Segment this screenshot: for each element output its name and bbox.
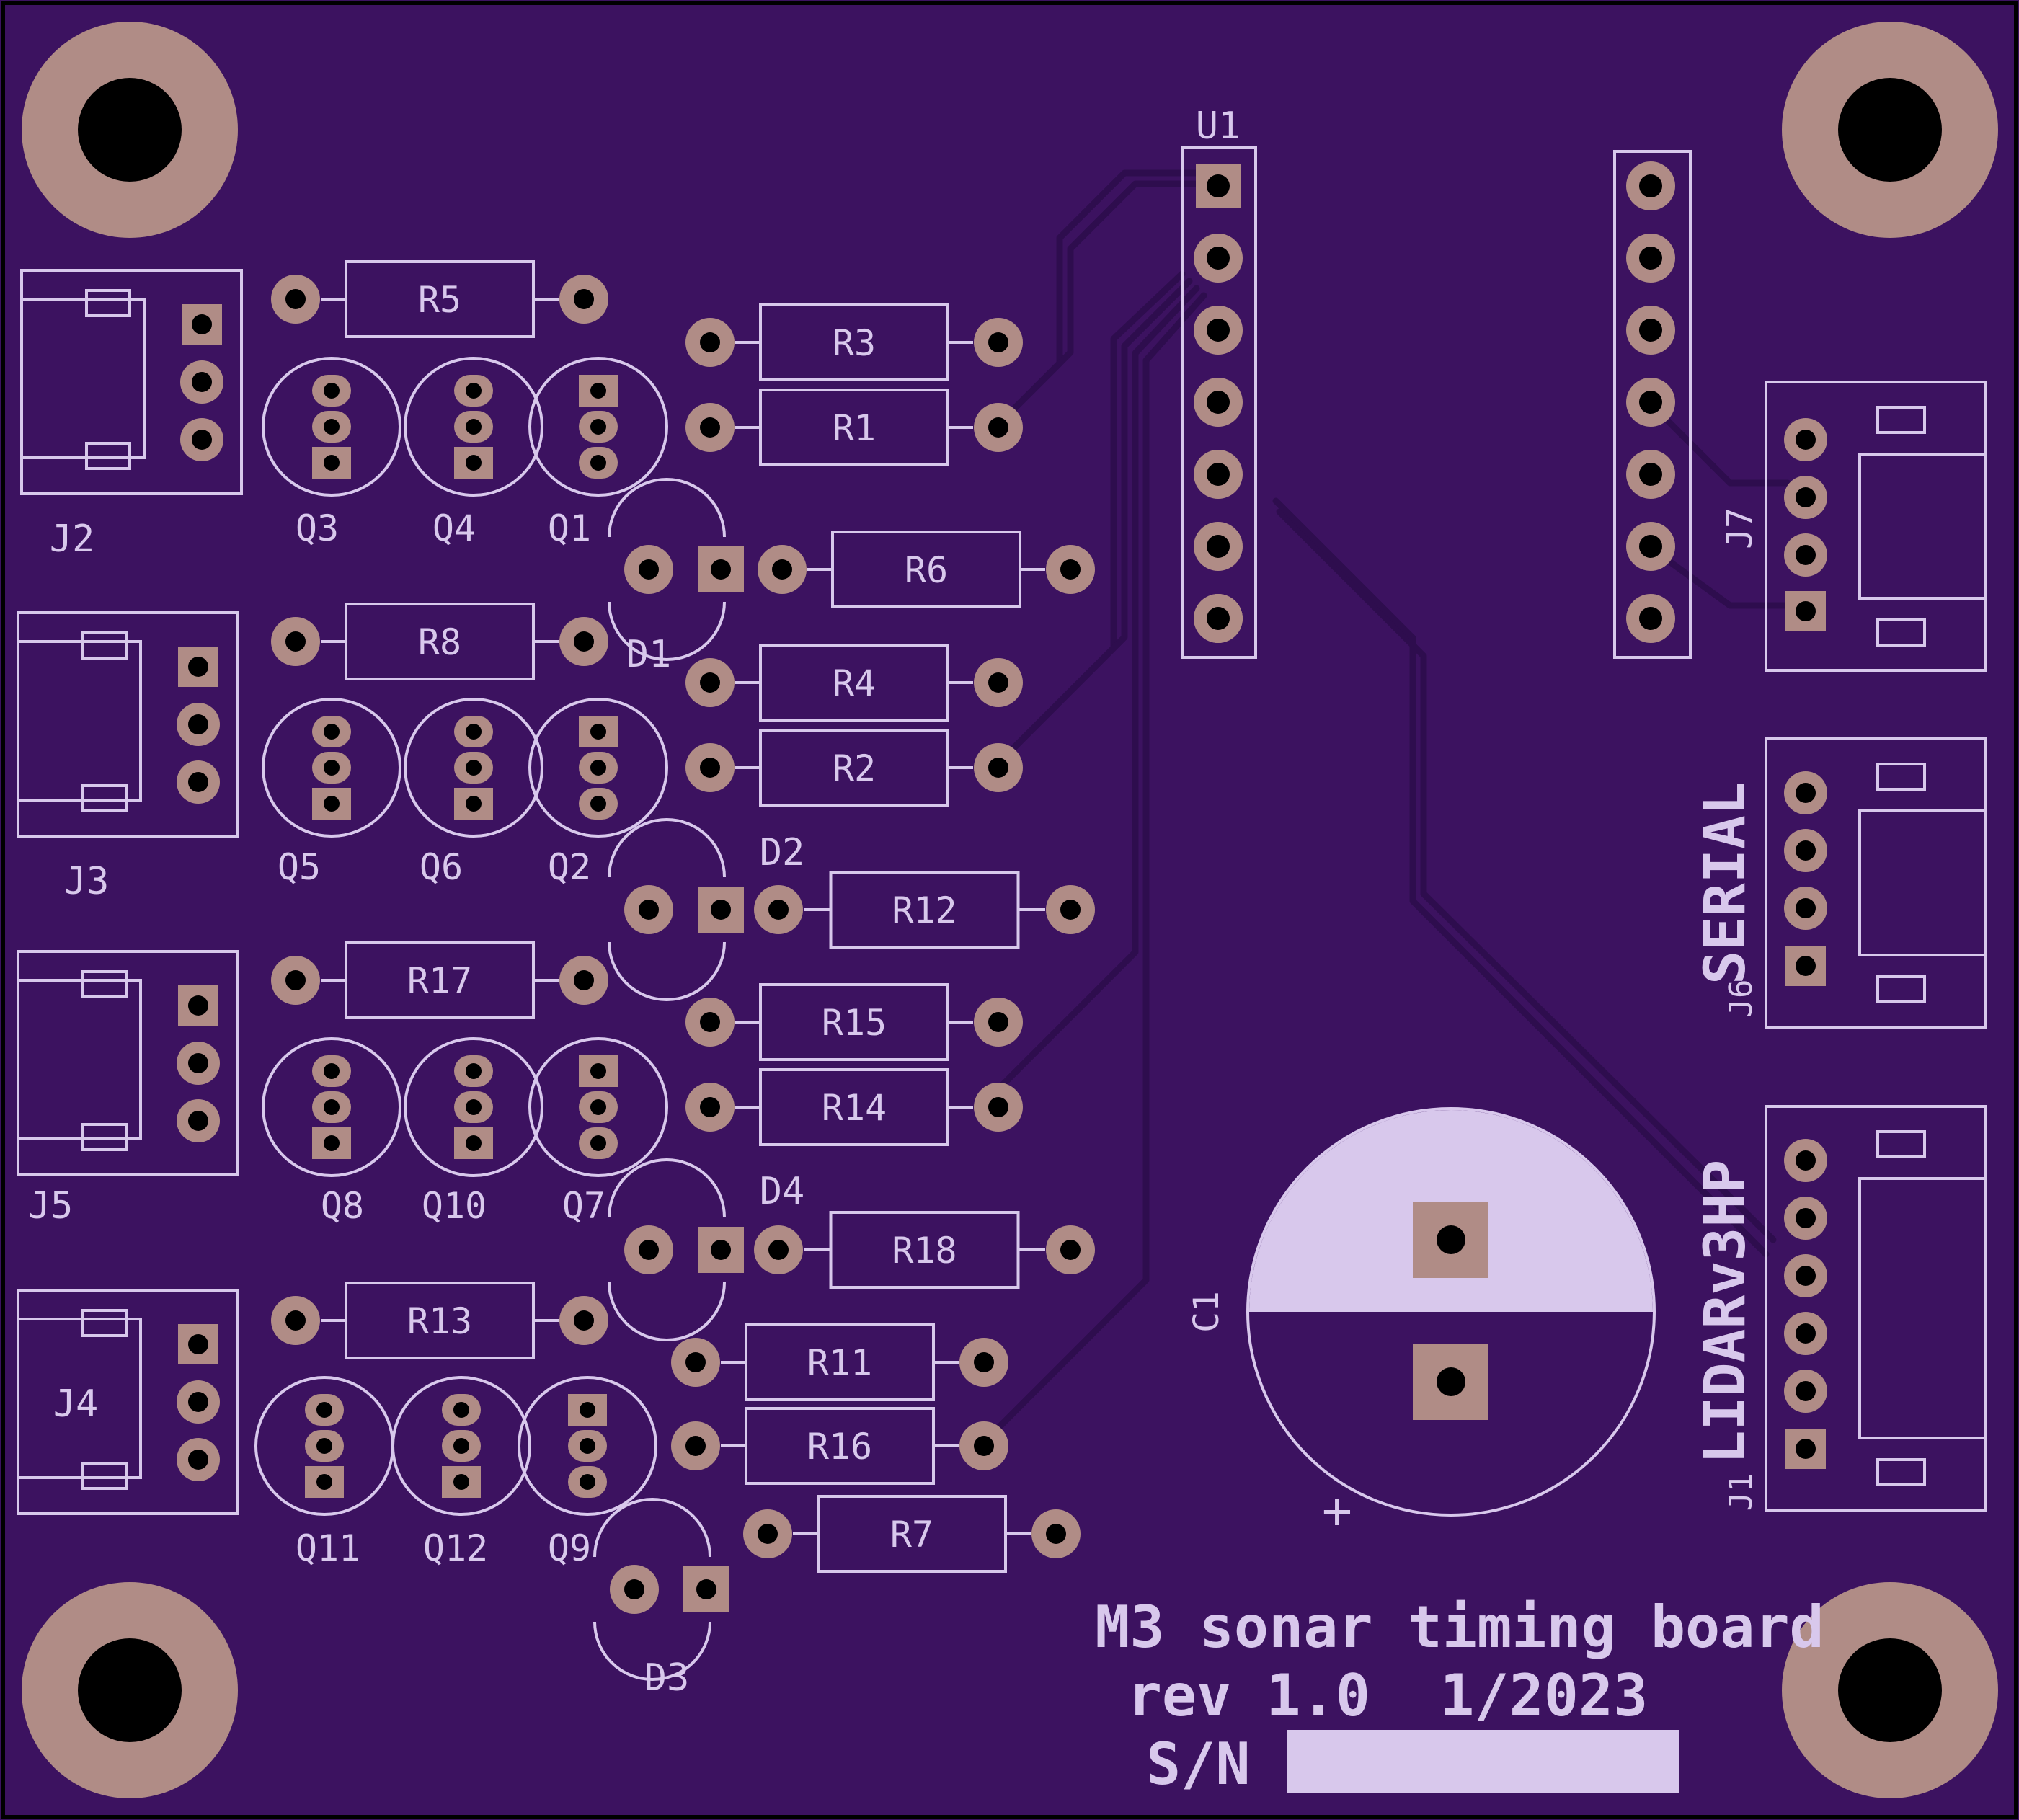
label-j5: J5 [28, 1184, 74, 1228]
transistor-q3: Q3 [262, 357, 401, 549]
resistor-r11: R11 [671, 1323, 1008, 1401]
label-r15: R15 [822, 1002, 887, 1044]
resistor-r14: R14 [685, 1068, 1023, 1146]
resistor-r16: R16 [671, 1407, 1008, 1485]
resistor-r13: R13 [271, 1282, 608, 1359]
copper-traces [977, 169, 1791, 1450]
j7-header [1613, 150, 1692, 659]
transistor-q8: Q8 [262, 1037, 401, 1227]
board-title: M3 sonar timing board [1095, 1594, 1824, 1661]
transistor-q1: Q1 [528, 357, 668, 549]
label-r2: R2 [833, 747, 876, 789]
board-revision: rev 1.0 1/2023 [1127, 1662, 1648, 1729]
label-plus: + [1322, 1481, 1352, 1540]
resistor-r15: R15 [685, 983, 1023, 1061]
transistor-q4: Q4 [404, 357, 543, 549]
label-d1: D1 [626, 633, 672, 676]
label-r8: R8 [418, 621, 461, 663]
led-d1: D1 [608, 478, 744, 676]
label-q5: Q5 [278, 846, 321, 888]
label-q12: Q12 [423, 1527, 488, 1569]
label-d4: D4 [760, 1170, 805, 1213]
label-r14: R14 [822, 1087, 887, 1129]
label-u1: U1 [1196, 105, 1241, 148]
label-q6: Q6 [420, 846, 463, 888]
label-q8: Q8 [321, 1185, 364, 1227]
label-r11: R11 [807, 1342, 872, 1384]
label-q10: Q10 [422, 1185, 487, 1227]
label-r6: R6 [905, 549, 948, 591]
label-q9: Q9 [548, 1527, 591, 1569]
transistor-q11: Q11 [254, 1376, 394, 1569]
j7-connector: J7 [1720, 381, 1987, 672]
label-j2: J2 [50, 518, 95, 561]
capacitor-c1: C1 + [1186, 1107, 1656, 1540]
resistor-r12: R12 [754, 871, 1095, 949]
label-q7: Q7 [562, 1185, 605, 1227]
led-d3: D3 [593, 1498, 729, 1700]
sn-field [1287, 1730, 1679, 1793]
resistor-r6: R6 [758, 531, 1095, 608]
label-r12: R12 [892, 889, 957, 931]
label-j7: J7 [1720, 507, 1760, 549]
label-q11: Q11 [296, 1527, 360, 1569]
resistor-r5: R5 [271, 260, 608, 338]
transistor-q10: Q10 [404, 1037, 543, 1227]
resistor-r1: R1 [685, 389, 1023, 466]
led-d4: D4 [608, 1158, 805, 1341]
resistor-r7: R7 [743, 1495, 1081, 1573]
label-r7: R7 [890, 1514, 933, 1555]
label-r5: R5 [418, 279, 461, 321]
label-q1: Q1 [548, 507, 591, 549]
mounting-holes [22, 22, 1998, 1798]
resistor-r4: R4 [685, 644, 1023, 722]
connector-j4: J4 [17, 1289, 239, 1515]
label-r16: R16 [807, 1426, 872, 1468]
label-r18: R18 [892, 1230, 957, 1271]
j1-connector: LIDARv3HP J1 [1693, 1105, 1987, 1512]
label-q3: Q3 [296, 507, 339, 549]
label-d2: D2 [760, 831, 805, 874]
resistor-r8: R8 [271, 603, 608, 680]
u1-header: U1 [1181, 105, 1257, 659]
right-connector-pads [1784, 418, 1827, 1469]
label-j3: J3 [64, 860, 110, 903]
transistor-q7: Q7 [528, 1037, 668, 1227]
transistor-q5: Q5 [262, 698, 401, 888]
label-serial: SERIAL [1693, 781, 1758, 985]
transistor-q2: Q2 [528, 698, 668, 888]
sn-label: S/N [1146, 1731, 1251, 1798]
label-d3: D3 [644, 1656, 690, 1700]
label-q2: Q2 [548, 846, 591, 888]
led-d2: D2 [608, 818, 805, 1001]
resistor-r18: R18 [754, 1211, 1095, 1289]
label-j4: J4 [53, 1382, 99, 1426]
label-j6: J6 [1723, 980, 1760, 1018]
j7-pads [1626, 161, 1675, 643]
label-lidar: LIDARv3HP [1693, 1160, 1758, 1465]
resistor-r3: R3 [685, 303, 1023, 381]
resistor-r17: R17 [271, 941, 608, 1019]
transistor-q6: Q6 [404, 698, 543, 888]
resistor-r2: R2 [685, 729, 1023, 807]
label-r3: R3 [833, 322, 876, 364]
connector-j5: J5 [17, 950, 239, 1228]
connector-j3: J3 [17, 611, 239, 903]
label-q4: Q4 [432, 507, 476, 549]
transistor-q12: Q12 [391, 1376, 531, 1569]
label-j1: J1 [1723, 1473, 1760, 1512]
u1-pads [1194, 164, 1243, 643]
transistor-q9: Q9 [518, 1376, 657, 1569]
label-r1: R1 [833, 407, 876, 449]
connector-j2: J2 [20, 269, 243, 561]
label-c1: C1 [1186, 1291, 1227, 1333]
label-r4: R4 [833, 662, 876, 704]
label-r17: R17 [407, 960, 472, 1002]
j6-connector: SERIAL J6 [1693, 737, 1987, 1029]
label-r13: R13 [407, 1300, 472, 1342]
